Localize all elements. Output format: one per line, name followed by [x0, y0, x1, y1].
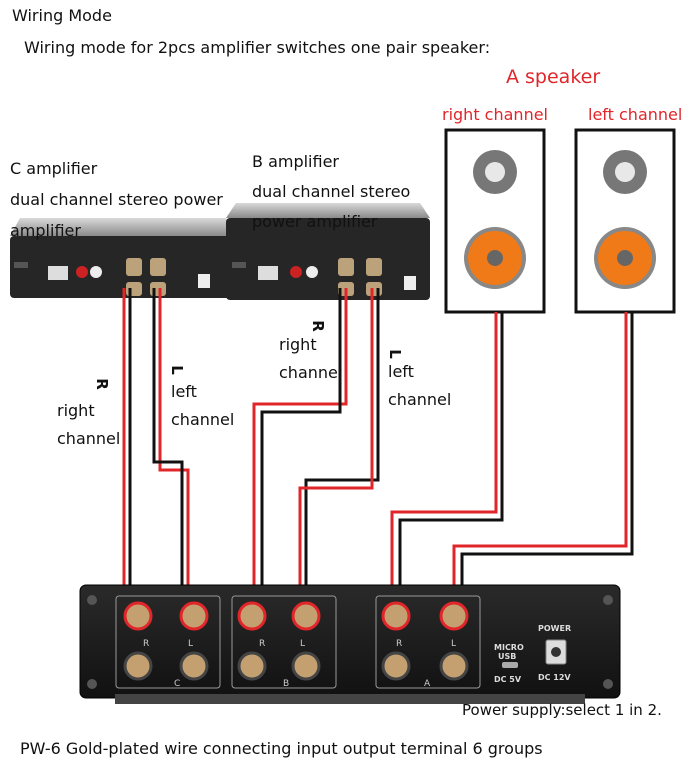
b-amp-line3: power amplifier	[252, 212, 378, 231]
b-amplifier-caption: B amplifier dual channel stereo power am…	[252, 147, 410, 237]
page-title: Wiring Mode	[12, 6, 112, 25]
c-left-wires	[152, 288, 190, 598]
micro-label: MICRO	[494, 643, 524, 652]
c-r-label: R	[143, 639, 149, 649]
c-left-label: left channel	[171, 382, 235, 429]
speaker-right-label: right channel	[442, 105, 548, 124]
power-note: Power supply:select 1 in 2.	[462, 701, 662, 719]
power-label: POWER	[538, 624, 571, 633]
b-right-label: right channel	[279, 335, 343, 382]
b-left-label: left channel	[388, 362, 452, 409]
c-amp-line3: amplifier	[10, 221, 81, 240]
c-right-letter: R	[92, 378, 111, 390]
dc5v-label: DC 5V	[494, 675, 522, 684]
right-speaker	[444, 128, 546, 314]
b-r-label: R	[259, 639, 265, 649]
left-speaker	[574, 128, 676, 314]
group-a-label: A	[424, 679, 431, 689]
dc12v-label: DC 12V	[538, 673, 571, 682]
b-amp-line2: dual channel stereo	[252, 182, 411, 201]
switch-panel: R L C R L B R L A MICRO USB DC 5V POWER …	[79, 584, 621, 704]
c-amp-line2: dual channel stereo power	[10, 190, 223, 209]
group-b-label: B	[283, 679, 289, 689]
b-l-label: L	[300, 639, 305, 649]
c-amplifier-image	[10, 218, 238, 298]
group-c-label: C	[174, 679, 180, 689]
c-right-label: right channel	[57, 401, 121, 448]
page-subtitle: Wiring mode for 2pcs amplifier switches …	[24, 38, 491, 57]
b-right-wires	[252, 288, 348, 598]
c-l-label: L	[188, 639, 193, 649]
b-amp-line1: B amplifier	[252, 152, 339, 171]
b-left-wires	[298, 288, 380, 598]
speaker-left-label: left channel	[588, 105, 683, 124]
c-amp-line1: C amplifier	[10, 159, 98, 178]
c-right-wires	[122, 288, 132, 598]
footer-caption: PW-6 Gold-plated wire connecting input o…	[20, 739, 543, 758]
b-amplifier-image	[226, 203, 430, 300]
speaker-title: A speaker	[506, 66, 601, 88]
a-l-label: L	[451, 639, 456, 649]
a-r-label: R	[396, 639, 402, 649]
usb-label: USB	[498, 652, 516, 661]
speaker-left-wires	[452, 312, 634, 598]
c-amplifier-caption: C amplifier dual channel stereo power am…	[10, 153, 223, 246]
speaker-right-wires	[390, 312, 504, 598]
